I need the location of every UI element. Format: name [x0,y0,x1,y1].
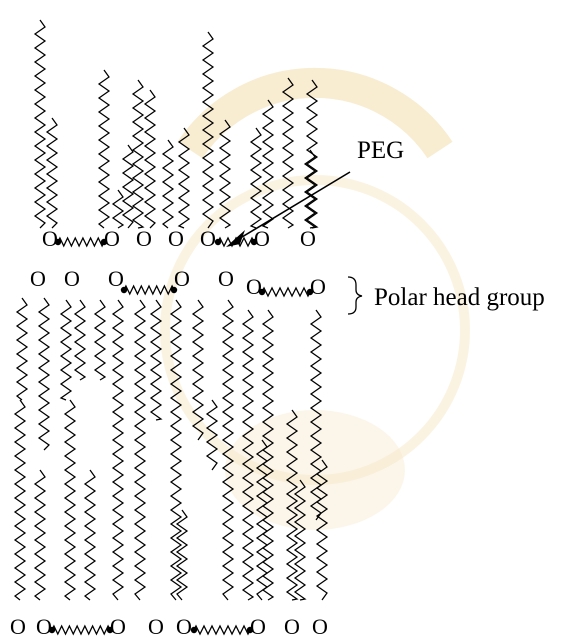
top-tail [123,145,133,228]
bottom-polar-head: O [10,614,26,639]
bottom-polar-head: O [176,614,192,639]
top-polar-head: O [254,226,270,251]
peg-linker [52,626,110,634]
bottom-tail [65,400,75,600]
bottom-tail [151,300,161,420]
bottom-tail [39,298,49,450]
top-tail [263,100,273,228]
peg-label: PEG [357,137,404,164]
top-tail [47,118,57,228]
top-tail [163,140,173,228]
middle-polar-head: O [64,266,80,291]
middle-polar-head: O [174,266,190,291]
bottom-tail [35,470,45,600]
bottom-polar-head: O [250,614,266,639]
peg-linker [58,238,104,246]
polar-head-annotation: Polar head group [348,277,545,314]
middle-polar-head: O [218,266,234,291]
bottom-polar-head: O [284,614,300,639]
bottom-polar-head: O [36,614,52,639]
bottom-polar-head: O [148,614,164,639]
bottom-tail [135,300,145,600]
middle-polar-head: O [310,274,326,299]
top-tail [113,190,123,228]
bottom-tail [171,300,181,600]
bottom-tail [17,298,27,400]
top-tail [99,70,109,228]
bottom-tail [61,300,71,400]
middle-polar-head: O [108,266,124,291]
bottom-tail [15,400,25,600]
top-polar-head: O [168,226,184,251]
bottom-polar-head: O [110,614,126,639]
top-polar-head: O [136,226,152,251]
top-polar-head: O [104,226,120,251]
top-tail [145,90,155,228]
middle-polar-head: O [246,274,262,299]
top-polar-head: O [300,226,316,251]
bottom-tail [113,300,123,600]
peg-linker [194,626,250,634]
top-polar-head: O [42,226,58,251]
top-tail [133,80,143,228]
bottom-polar-head: O [312,614,328,639]
middle-polar-head: O [30,266,46,291]
top-tail [307,80,317,228]
bottom-tail [85,470,95,600]
top-polar-head: O [200,226,216,251]
peg-linker [262,288,310,296]
polar-head-group-label: Polar head group [374,284,545,311]
bottom-tail [95,300,105,380]
top-tail [251,128,261,228]
bottom-tail [177,510,187,600]
brace-icon [348,277,362,314]
bottom-tail [75,300,85,380]
top-tail [35,20,45,228]
